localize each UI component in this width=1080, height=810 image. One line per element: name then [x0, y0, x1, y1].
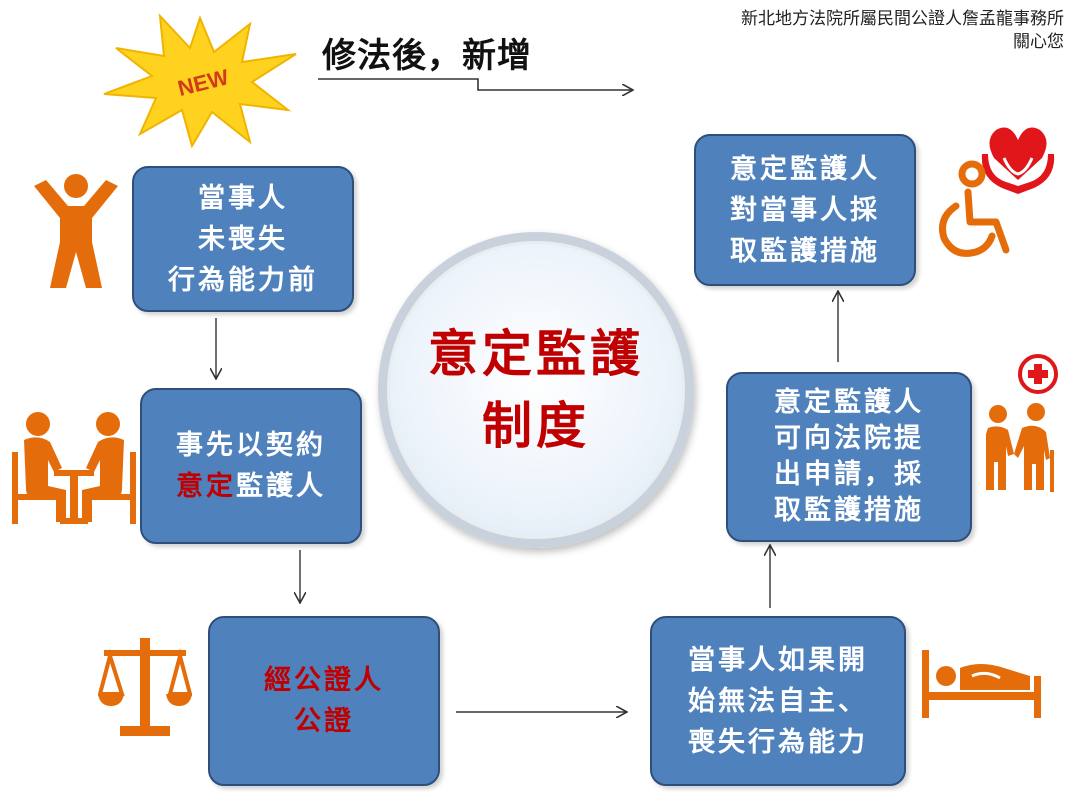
step-contract-line-2: 意定監護人: [176, 466, 326, 507]
patient-in-bed-icon: [922, 650, 1041, 718]
step-apply-line-3: 出申請，採: [774, 459, 924, 490]
center-title-circle: 意定監護 制度: [378, 232, 694, 548]
step-contract-red-text: 意定: [176, 471, 236, 502]
office-line-2: 關心您: [1013, 32, 1064, 52]
heart-in-hands-icon: [981, 127, 1055, 194]
step-guardian-measures: 意定監護人 對當事人採 取監護措施: [694, 134, 916, 286]
step-contract-line-1: 事先以契約: [176, 430, 326, 461]
step-incapacity: 當事人如果開 始無法自主、 喪失行為能力: [650, 616, 906, 786]
two-people-at-table-icon: [12, 412, 136, 524]
balance-scales-icon: [98, 638, 192, 736]
step-before-line-3: 行為能力前: [168, 264, 318, 296]
step-apply-court: 意定監護人 可向法院提 出申請，採 取監護措施: [726, 372, 972, 542]
step-apply-line-1: 意定監護人: [774, 387, 924, 418]
center-title-line-1: 意定監護: [428, 324, 644, 383]
step-notarize-line-1: 經公證人: [264, 665, 384, 696]
step-apply-line-4: 取監護措施: [774, 495, 924, 526]
starburst-icon: NEW: [103, 13, 297, 149]
headline-arrow: [318, 78, 632, 90]
step-contract: 事先以契約 意定監護人: [140, 388, 362, 544]
office-line-1: 新北地方法院所屬民間公證人詹孟龍事務所: [741, 9, 1064, 29]
step-incapacity-line-3: 喪失行為能力: [688, 726, 868, 758]
step-before-line-2: 未喪失: [198, 223, 288, 255]
center-title-line-2: 制度: [482, 396, 590, 455]
wheelchair-icon: [939, 127, 1055, 257]
medical-cross-icon: [1018, 354, 1058, 394]
step-contract-rest-text: 監護人: [236, 471, 326, 502]
step-apply-line-2: 可向法院提: [774, 423, 924, 454]
step-incapacity-line-2: 始無法自主、: [688, 685, 868, 717]
step-before-incapacity: 當事人 未喪失 行為能力前: [132, 166, 354, 312]
step-measures-line-2: 對當事人採: [730, 194, 880, 226]
person-arms-up-icon: [34, 174, 118, 288]
step-notarize: 經公證人 公證: [208, 616, 440, 786]
step-measures-line-1: 意定監護人: [730, 153, 880, 185]
step-before-line-1: 當事人: [198, 182, 288, 214]
headline: 修法後，新增: [322, 36, 532, 76]
new-badge: NEW: [100, 10, 300, 150]
step-measures-line-3: 取監護措施: [730, 235, 880, 267]
step-incapacity-line-1: 當事人如果開: [688, 644, 868, 676]
helper-with-elder-icon: [986, 354, 1058, 492]
step-notarize-line-2: 公證: [294, 706, 354, 737]
office-name: 新北地方法院所屬民間公證人詹孟龍事務所 關心您: [741, 8, 1064, 54]
